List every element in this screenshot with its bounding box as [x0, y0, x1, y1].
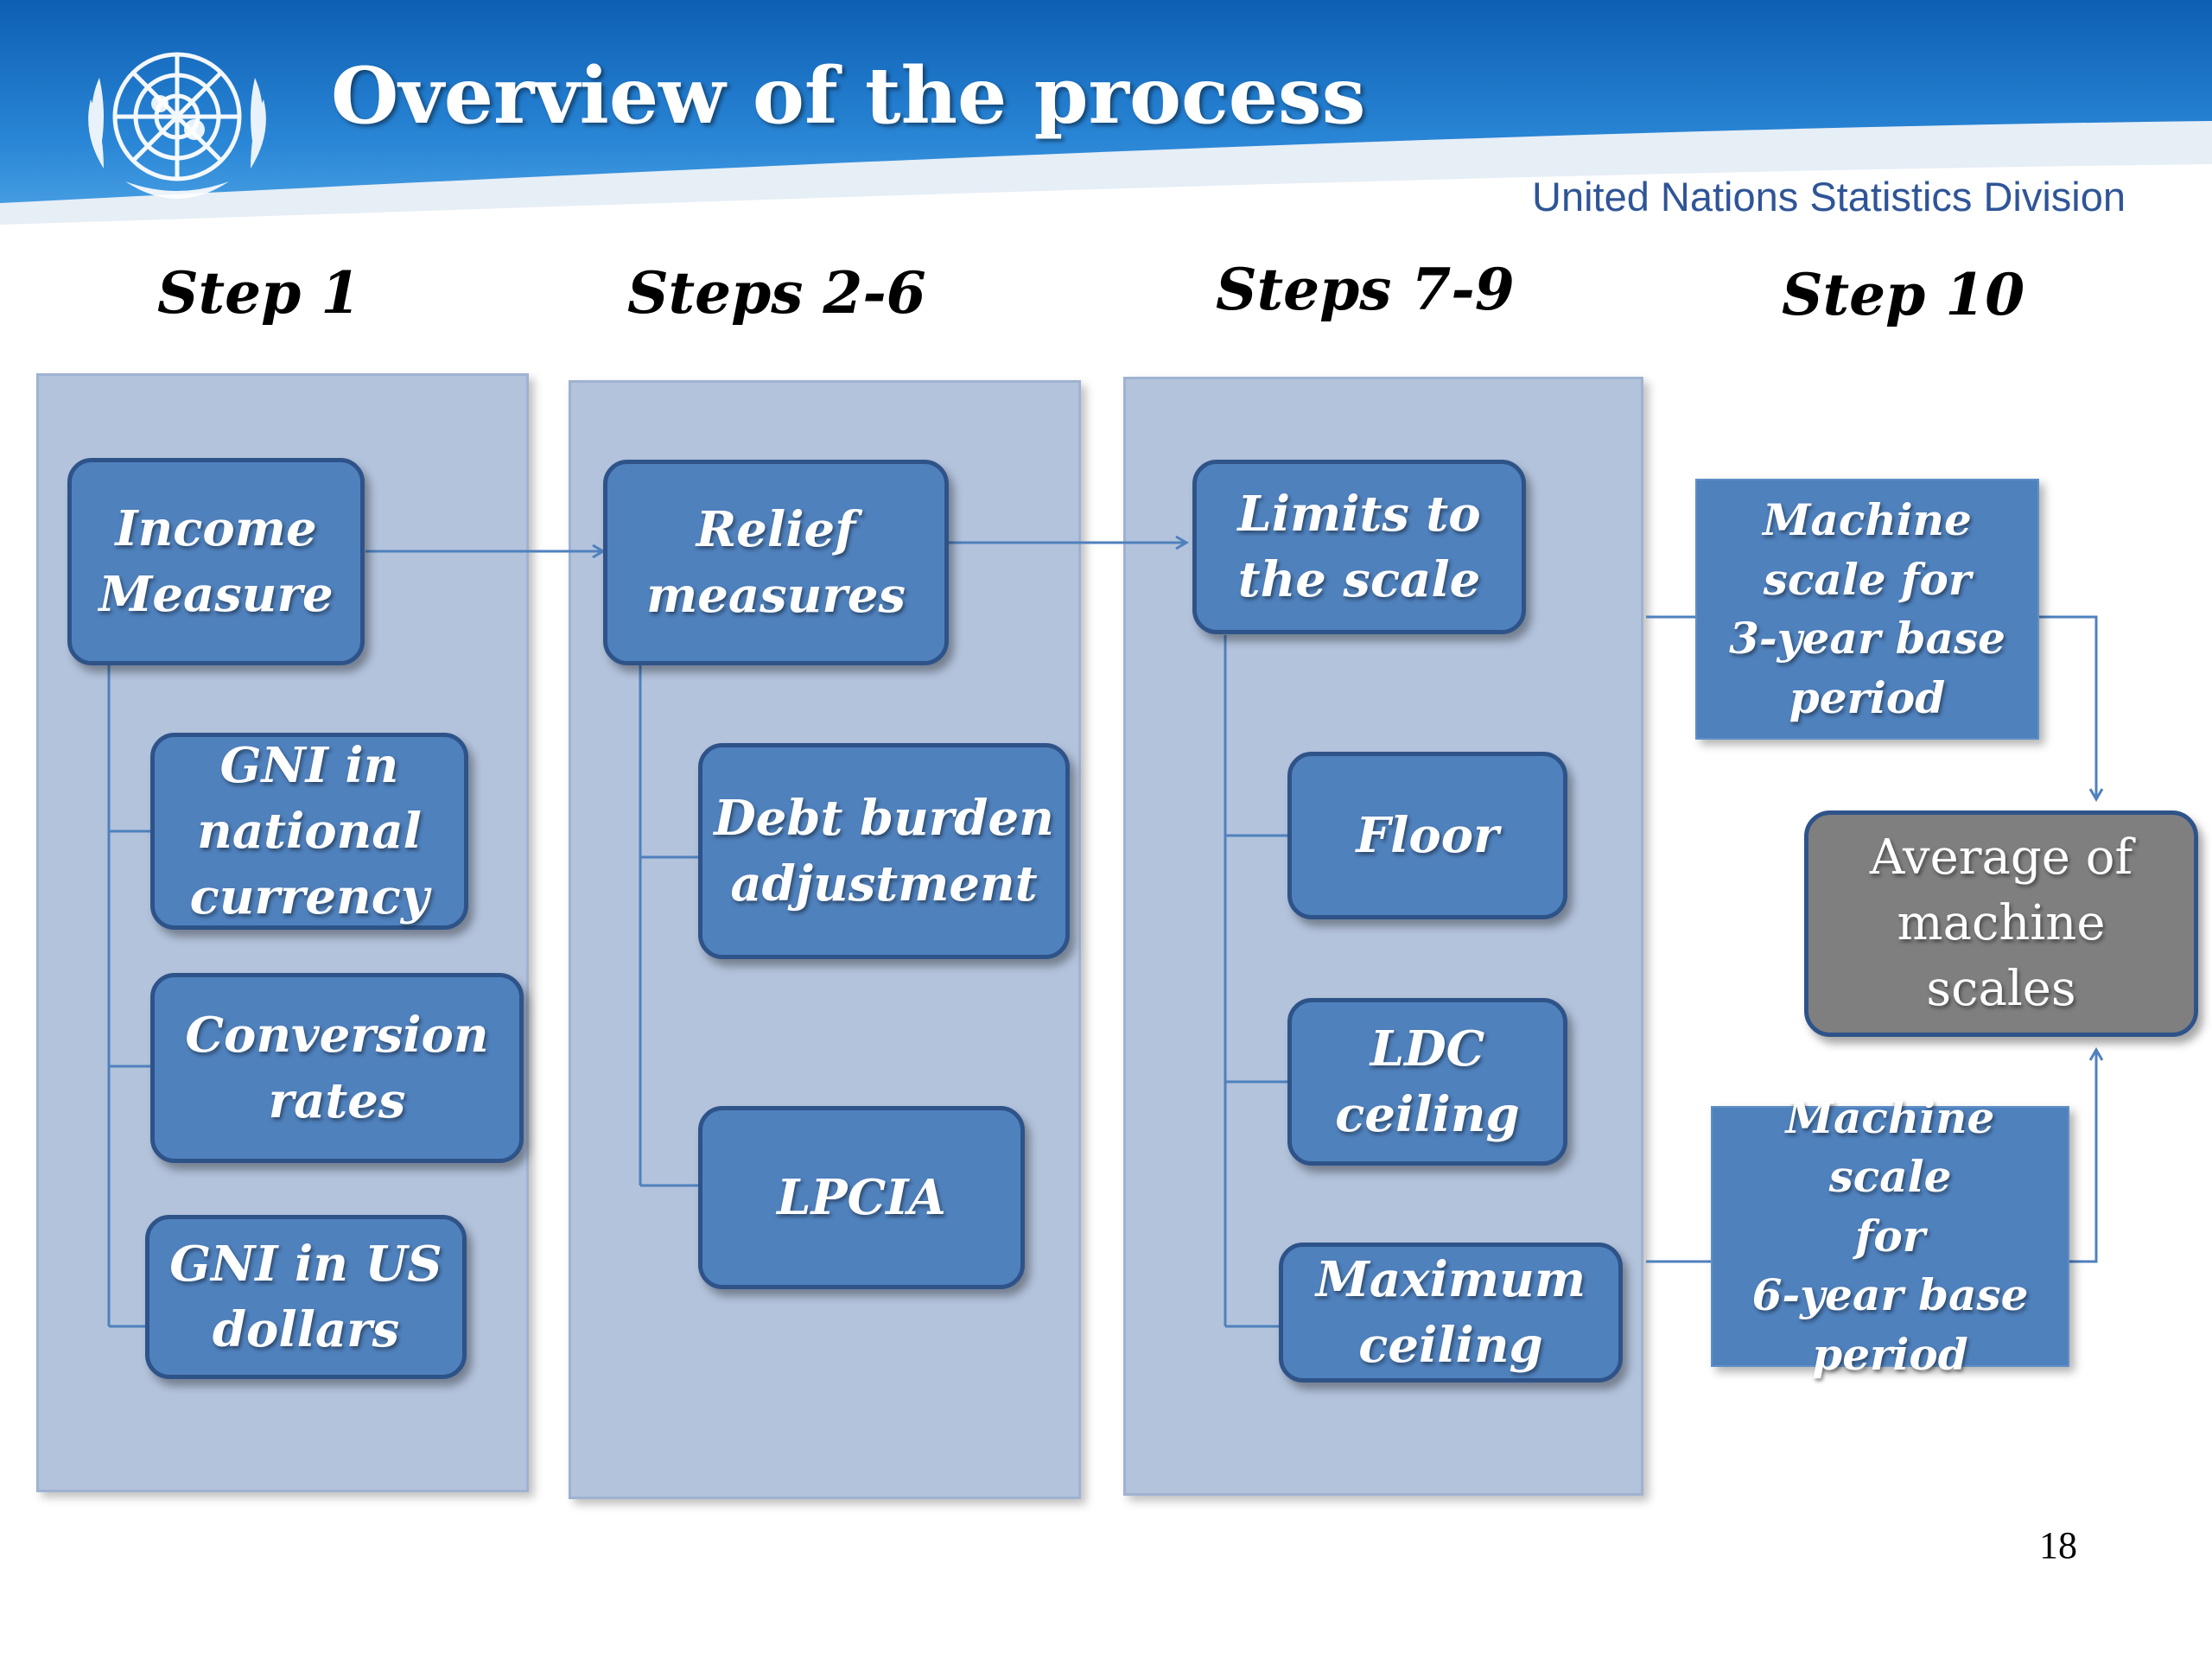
step-heading-1: Step 1: [157, 259, 361, 327]
debt-burden-adjustment-box: Debt burden adjustment: [698, 743, 1070, 959]
average-machine-scales-label: Average of machine scales: [1869, 829, 2133, 1018]
gni-us-dollars-label: GNI in US dollars: [169, 1235, 442, 1358]
relief-measures-label: Relief measures: [645, 500, 906, 624]
maximum-ceiling-label: Maximum ceiling: [1315, 1250, 1586, 1374]
maximum-ceiling-box: Maximum ceiling: [1279, 1243, 1623, 1382]
step-heading-2: Steps 2-6: [627, 259, 926, 327]
step-heading-4: Step 10: [1782, 261, 2025, 328]
relief-measures-box: Relief measures: [603, 460, 949, 665]
floor-box: Floor: [1287, 752, 1567, 919]
conversion-rates-box: Conversion rates: [150, 973, 524, 1163]
lpcia-label: LPCIA: [777, 1168, 946, 1226]
header-banner: [0, 0, 2212, 259]
machine-scale-6yr-label: Machine scale for 6-year base period: [1751, 1091, 2029, 1380]
gni-us-dollars-box: GNI in US dollars: [145, 1215, 467, 1379]
slide-header: Overview of the process United Nations S…: [0, 0, 2212, 259]
limits-to-scale-label: Limits to the scale: [1237, 485, 1481, 608]
lpcia-box: LPCIA: [698, 1106, 1025, 1289]
organization-name: United Nations Statistics Division: [1532, 174, 2126, 219]
un-emblem-icon: [88, 52, 266, 199]
ldc-ceiling-box: LDC ceiling: [1287, 998, 1567, 1166]
floor-label: Floor: [1356, 806, 1499, 864]
income-measure-label: Income Measure: [99, 499, 334, 623]
income-measure-box: Income Measure: [67, 458, 365, 665]
machine-scale-3yr-label: Machine scale for 3-year base period: [1729, 494, 2005, 723]
limits-to-scale-box: Limits to the scale: [1192, 460, 1526, 634]
gni-national-currency-box: GNI in national currency: [150, 733, 468, 930]
average-machine-scales-box: Average of machine scales: [1804, 810, 2198, 1037]
conversion-rates-label: Conversion rates: [185, 1006, 489, 1129]
step-heading-3: Steps 7-9: [1216, 256, 1515, 323]
gni-national-currency-label: GNI in national currency: [189, 736, 429, 926]
page-number: 18: [2039, 1524, 2077, 1567]
machine-scale-6yr-box: Machine scale for 6-year base period: [1711, 1092, 2069, 1380]
ldc-ceiling-label: LDC ceiling: [1335, 1020, 1520, 1143]
debt-burden-adjustment-label: Debt burden adjustment: [714, 789, 1054, 912]
slide-title: Overview of the process: [331, 50, 1366, 142]
machine-scale-3yr-box: Machine scale for 3-year base period: [1695, 479, 2039, 740]
